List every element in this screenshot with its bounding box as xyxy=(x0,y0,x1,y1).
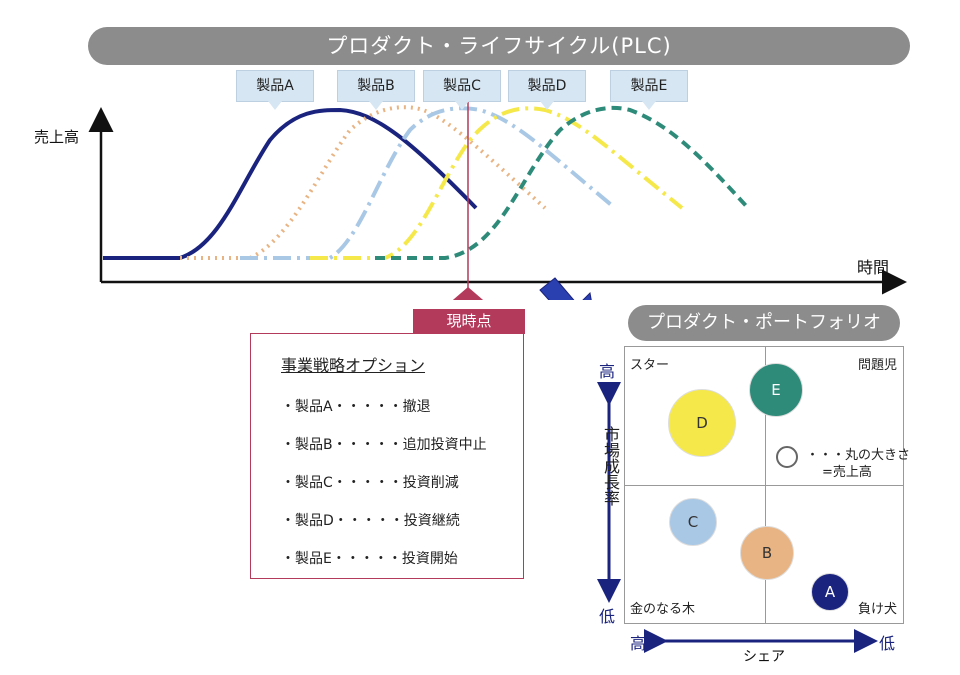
now-label: 現時点 xyxy=(413,309,525,334)
bubble-product-a: A xyxy=(811,573,849,611)
bubble-product-d: D xyxy=(668,389,736,457)
strategy-option: ・製品D・・・・・投資継続 xyxy=(281,513,460,529)
y-axis-low: 低 xyxy=(599,607,616,626)
callout-product-e: 製品E xyxy=(610,70,688,110)
curve-product-e xyxy=(375,105,750,260)
plc-chart xyxy=(88,100,907,300)
x-axis-label: シェア xyxy=(743,649,785,665)
quadrant-dog: 負け犬 xyxy=(857,602,897,617)
quadrant-cash-cow: 金のなる木 xyxy=(630,602,696,617)
curve-product-c xyxy=(240,106,617,260)
bubble-product-e: E xyxy=(749,363,803,417)
callout-product-d: 製品D xyxy=(508,70,586,110)
plc-title: プロダクト・ライフサイクル(PLC) xyxy=(88,27,910,65)
plc-y-label: 売上高 xyxy=(34,128,80,146)
strategy-box: 事業戦略オプション ・製品A・・・・・撤退 ・製品B・・・・・追加投資中止 ・製… xyxy=(250,333,524,579)
strategy-option: ・製品C・・・・・投資削減 xyxy=(281,475,459,491)
strategy-option: ・製品E・・・・・投資開始 xyxy=(281,551,458,567)
bubble-product-b: B xyxy=(740,526,794,580)
curve-product-b xyxy=(180,105,547,260)
strategy-option: ・製品A・・・・・撤退 xyxy=(281,399,431,415)
strategy-title: 事業戦略オプション xyxy=(281,356,426,375)
portfolio-title: プロダクト・ポートフォリオ xyxy=(628,305,900,341)
legend-line-2: =売上高 xyxy=(822,465,872,480)
y-axis-high: 高 xyxy=(599,362,616,381)
callout-product-a: 製品A xyxy=(236,70,314,110)
transition-arrow xyxy=(539,277,592,300)
now-marker xyxy=(452,287,484,300)
curve-product-a xyxy=(103,107,478,260)
x-axis-low: 低 xyxy=(879,634,896,653)
bubble-product-c: C xyxy=(669,498,717,546)
x-axis-high: 高 xyxy=(630,634,647,653)
legend-note: ・・・丸の大きさ =売上高 xyxy=(806,447,910,481)
strategy-option: ・製品B・・・・・追加投資中止 xyxy=(281,437,487,453)
callout-product-c: 製品C xyxy=(423,70,501,110)
quadrant-problem-child: 問題児 xyxy=(857,358,897,373)
callout-product-b: 製品B xyxy=(337,70,415,110)
matrix-divider-horizontal xyxy=(625,485,903,486)
legend-line-1: ・・・丸の大きさ xyxy=(806,448,911,463)
y-axis-label: 市場成長率 xyxy=(601,426,620,506)
portfolio-matrix: スター 問題児 金のなる木 負け犬 D E C B A xyxy=(624,346,904,624)
curve-product-d xyxy=(310,106,684,260)
plc-x-label: 時間 xyxy=(857,258,890,277)
quadrant-star: スター xyxy=(630,358,670,373)
legend-circle-icon xyxy=(776,446,798,468)
